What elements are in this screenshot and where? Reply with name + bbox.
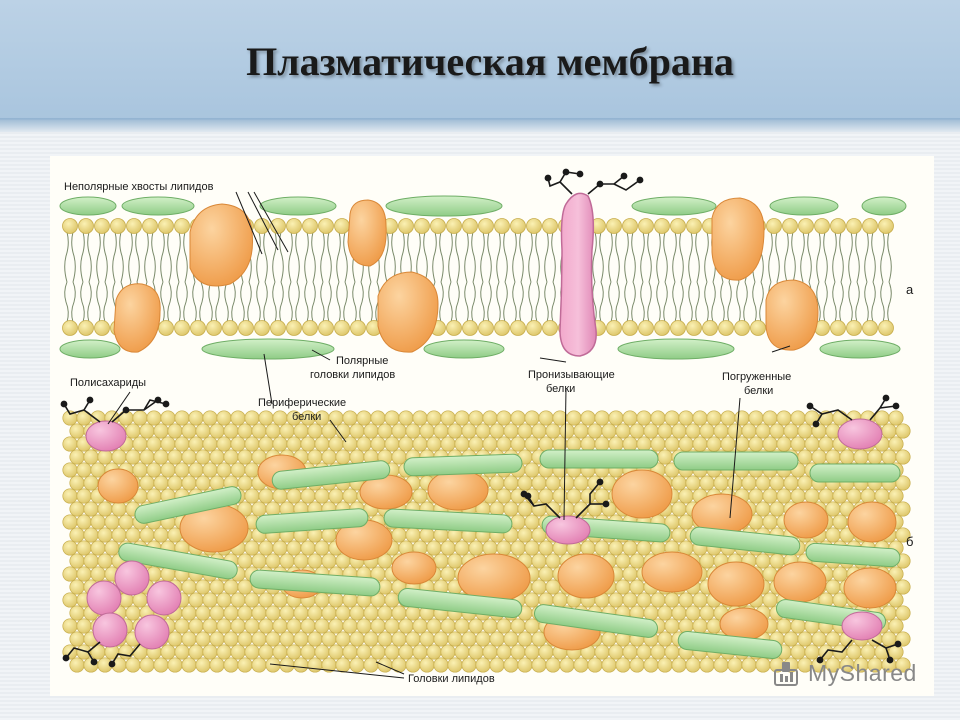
label-polysaccharides: Полисахариды: [70, 377, 146, 389]
slide-header: [0, 0, 960, 120]
slide-title: Плазматическая мембрана: [246, 39, 734, 84]
label-nonpolar-tails: Неполярные хвосты липидов: [64, 181, 214, 193]
label-lipid-heads: Головки липидов: [408, 673, 495, 685]
label-embedded-proteins-2: белки: [744, 385, 773, 397]
lipid-heads-upper-row: [62, 218, 894, 234]
header-shadow: [0, 118, 960, 132]
panel-a-cross-section: [59, 168, 907, 360]
label-peripheral-proteins-2: белки: [292, 411, 321, 423]
panel-b-surface-view: [60, 394, 911, 673]
label-embedded-proteins: Погруженные: [722, 371, 791, 383]
label-peripheral-proteins: Периферические: [258, 397, 346, 409]
lipid-tails-upper-layer: [64, 231, 892, 283]
label-polar-heads: Полярные: [336, 355, 388, 367]
embedded-proteins-a: [113, 197, 819, 353]
embedded-proteins-b: [97, 454, 897, 651]
label-transmembrane-proteins-2: белки: [546, 383, 575, 395]
panel-label-a: а: [906, 282, 914, 297]
glycoproteins: [85, 418, 883, 650]
share-icon: [774, 662, 798, 686]
watermark: MyShared: [808, 660, 917, 686]
peripheral-proteins-bottom: [59, 338, 901, 360]
label-polar-heads-2: головки липидов: [310, 369, 395, 381]
transmembrane-protein: [559, 192, 597, 357]
label-leader-lines: [107, 191, 791, 679]
peripheral-proteins-top: [59, 195, 907, 217]
polysaccharide-chain-icon: [544, 168, 644, 195]
label-transmembrane-proteins: Пронизывающие: [528, 369, 615, 381]
polysaccharide-chain-icon: [60, 394, 902, 668]
panel-label-b: б: [906, 534, 913, 549]
